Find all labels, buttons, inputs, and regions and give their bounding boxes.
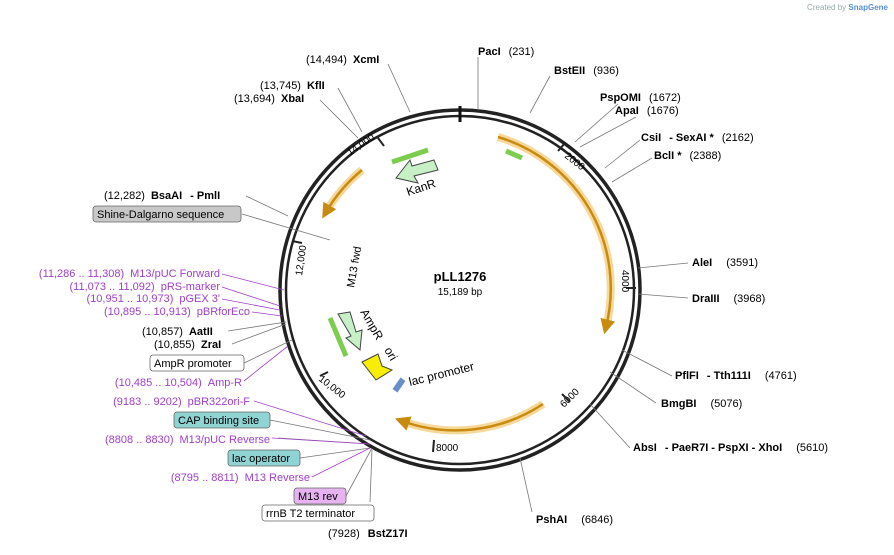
tick-6000: 6000 xyxy=(558,386,582,410)
site-label: BclI *(2388) xyxy=(654,150,721,162)
tick-14000: 14,000 xyxy=(345,132,377,159)
lac-promoter-label: lac promoter xyxy=(407,359,475,389)
primer-label: (10,485 .. 10,504)Amp-R xyxy=(115,377,242,389)
leader-lines-left xyxy=(227,63,411,503)
leader-lines-primers xyxy=(221,273,371,478)
primer-label: (11,073 .. 11,092)pRS-marker xyxy=(69,281,220,293)
box-m13-rev: M13 rev xyxy=(298,491,338,503)
credit-brand: SnapGene xyxy=(848,3,888,12)
box-rrnb-t2: rrnB T2 terminator xyxy=(266,508,355,520)
site-label: (13,745)KflI xyxy=(260,80,325,92)
tick-2000: 2000 xyxy=(562,151,587,174)
primer-label: (10,951 .. 10,973)pGEX 3' xyxy=(87,293,220,305)
site-label: (7928)BstZ17I xyxy=(328,528,408,540)
primer-label: (11,286 .. 11,308)M13/pUC Forward xyxy=(39,268,220,280)
tick-10000: 10,000 xyxy=(316,374,347,402)
ampr-arrow xyxy=(337,311,363,352)
leader-lines-right xyxy=(477,57,689,513)
site-label: (14,494)XcmI xyxy=(306,54,379,66)
site-label: AleI(3591) xyxy=(692,257,758,269)
snapgene-credit: Created by SnapGene xyxy=(807,3,888,12)
tick-8000: 8000 xyxy=(436,443,459,454)
site-label: PspOMI(1672) xyxy=(600,92,681,104)
m13-fwd-label: M13 fwd xyxy=(345,245,364,288)
ori-arrow xyxy=(361,353,394,381)
credit-prefix: Created by xyxy=(807,3,847,12)
site-label: PacI(231) xyxy=(478,46,534,58)
box-lac-operator: lac operator xyxy=(232,453,290,465)
feature-boxes: Shine-Dalgarno sequence AmpR promoter CA… xyxy=(92,205,375,522)
green-arc-top xyxy=(504,148,524,161)
sites-left: (14,494)XcmI (13,745)KflI (13,694)XbaI (… xyxy=(104,54,408,540)
site-label: PflFI- Tth111I(4761) xyxy=(675,370,797,382)
site-label: PshAI(6846) xyxy=(536,514,613,526)
site-label: CsiI- SexAI *(2162) xyxy=(641,132,754,144)
site-label: (13,694)XbaI xyxy=(234,93,304,105)
plasmid-length: 15,189 bp xyxy=(438,287,483,298)
plasmid-name: pLL1276 xyxy=(434,269,487,284)
box-cap-binding: CAP binding site xyxy=(178,415,259,427)
site-label: BstEII(936) xyxy=(554,65,619,77)
orf-arc-right xyxy=(496,133,615,328)
primer-label: (8795 .. 8811)M13 Reverse xyxy=(171,472,310,484)
tick-4000: 4000 xyxy=(619,270,630,293)
kanr-arrow xyxy=(395,158,439,184)
box-shine-dalgarno: Shine-Dalgarno sequence xyxy=(97,209,224,221)
site-label: (12,282)BsaAI- PmlI xyxy=(104,190,220,202)
primer-label: (10,895 .. 10,913)pBRforEco xyxy=(104,306,250,318)
site-label: (10,857)AatII xyxy=(142,326,213,338)
site-label: DraIII(3968) xyxy=(692,293,765,305)
site-label: ApaI(1676) xyxy=(615,105,679,117)
site-label: BmgBI(5076) xyxy=(661,398,742,410)
primer-label: (8808 .. 8830)M13/pUC Reverse xyxy=(105,434,270,446)
primer-label: (9183 .. 9202)pBR322ori-F xyxy=(113,396,250,408)
box-ampr-promoter: AmpR promoter xyxy=(154,358,232,370)
sites-right: PacI(231) BstEII(936) PspOMI(1672) ApaI(… xyxy=(478,46,828,526)
primer-labels: (11,286 .. 11,308)M13/pUC Forward (11,07… xyxy=(39,268,310,484)
ori-label: ori xyxy=(381,345,400,364)
site-label: (10,855)ZraI xyxy=(154,339,221,351)
site-label: AbsI- PaeR7I - PspXI - XhoI(5610) xyxy=(633,442,828,454)
lac-promoter-mark xyxy=(392,377,406,393)
tick-12000: 12,000 xyxy=(294,244,309,276)
